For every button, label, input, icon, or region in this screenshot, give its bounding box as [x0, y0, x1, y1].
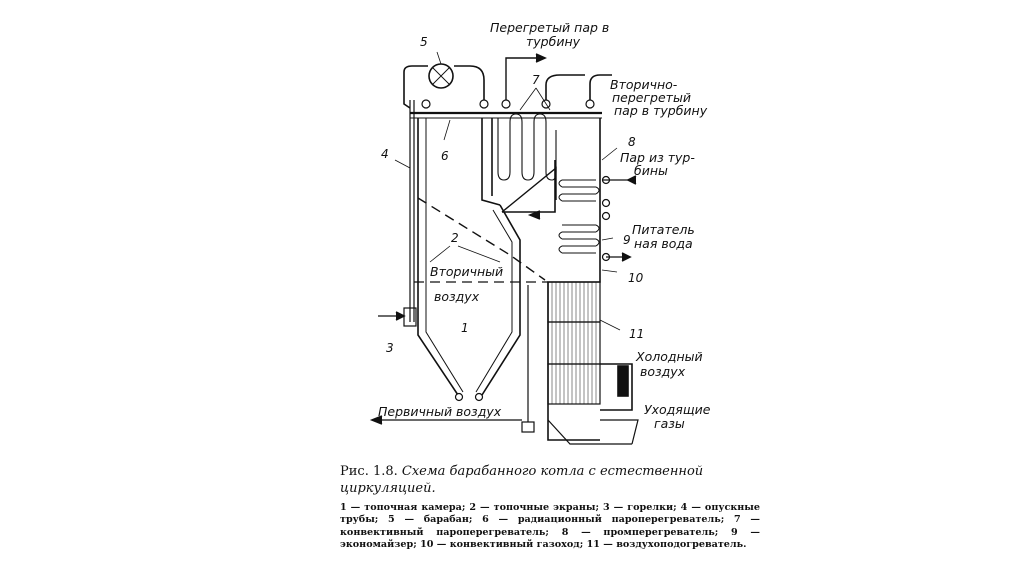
caption-title: Рис. 1.8. Схема барабанного котла с есте… [340, 463, 760, 497]
figure-caption: Рис. 1.8. Схема барабанного котла с есте… [340, 463, 760, 551]
convective-superheater [497, 113, 557, 181]
label-secondary-superheated-2: перегретый [612, 90, 691, 105]
number-3: 3 [386, 341, 394, 355]
label-secondary-air-2: воздух [434, 289, 480, 304]
label-superheated-steam-1: Перегретый пар в [490, 20, 609, 35]
label-secondary-air-1: Вторичный [430, 264, 503, 279]
label-cold-air-2: воздух [640, 364, 686, 379]
number-2: 2 [451, 231, 459, 245]
number-9: 9 [623, 233, 631, 247]
caption-title-text: Схема барабанного котла с естественной ц… [340, 464, 704, 496]
label-primary-air: Первичный воздух [378, 404, 502, 419]
furnace-left-screen [425, 118, 464, 393]
furnace-left-wall [417, 118, 459, 396]
caption-figure-number: Рис. 1.8. [340, 464, 398, 479]
number-1: 1 [461, 321, 469, 335]
boiler-schematic: Перегретый пар в турбину Вторично- перег… [369, 20, 711, 445]
furnace-right-wall [481, 204, 521, 396]
reheater [558, 179, 600, 202]
label-steam-from-turbine-1: Пар из тур- [620, 150, 695, 165]
label-superheated-steam-2: турбину [526, 34, 581, 49]
number-4: 4 [381, 147, 389, 161]
number-5: 5 [420, 35, 428, 49]
label-flue-gases-2: газы [654, 416, 685, 431]
furnace-right-screen [475, 209, 513, 393]
label-flue-gases-1: Уходящие [644, 402, 711, 417]
secondary-air-duct [417, 197, 546, 281]
drum [428, 63, 454, 89]
number-7: 7 [532, 73, 540, 87]
label-feed-water-2: ная вода [634, 236, 693, 251]
caption-legend: 1 — топочная камера; 2 — топочные экраны… [340, 502, 760, 550]
number-10: 10 [628, 271, 644, 285]
number-8: 8 [628, 135, 636, 149]
downcomer-pipes [409, 100, 415, 322]
label-feed-water-1: Питатель [632, 222, 695, 237]
number-11: 11 [629, 327, 644, 341]
label-secondary-superheated-3: пар в турбину [614, 103, 708, 118]
air-heater [547, 281, 601, 405]
number-6: 6 [441, 149, 449, 163]
label-steam-from-turbine-2: бины [634, 163, 668, 178]
label-cold-air-1: Холодный [635, 349, 703, 364]
label-secondary-superheated-1: Вторично- [610, 77, 678, 92]
economizer [558, 224, 600, 254]
